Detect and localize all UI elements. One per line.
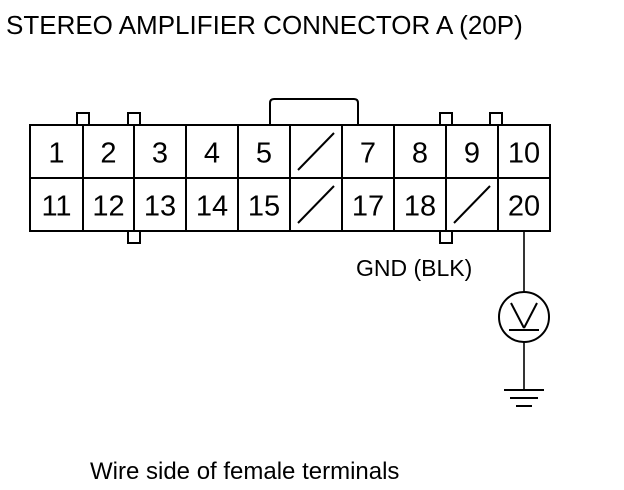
terminal-number: 5 <box>256 138 272 170</box>
terminal-number: 8 <box>412 138 428 170</box>
terminal-number: 14 <box>196 191 228 223</box>
terminal-number: 4 <box>204 138 220 170</box>
terminal-number: 11 <box>41 191 71 223</box>
empty-cavity-slash <box>297 185 335 224</box>
caption: Wire side of female terminals <box>90 458 399 485</box>
voltmeter-icon <box>498 291 550 343</box>
terminal-number: 9 <box>464 138 480 170</box>
terminal-number: 13 <box>144 191 176 223</box>
terminal-number: 12 <box>92 191 124 223</box>
terminal-number: 2 <box>100 138 116 170</box>
terminal-number: 3 <box>152 138 168 170</box>
terminal-number: 1 <box>48 138 64 170</box>
diagram-title: STEREO AMPLIFIER CONNECTOR A (20P) <box>6 10 523 40</box>
empty-cavity-slash <box>297 132 335 171</box>
terminal-number: 18 <box>404 191 436 223</box>
terminal-number: 17 <box>352 191 384 223</box>
terminal-number: 20 <box>508 191 540 223</box>
bottom-locating-tabs <box>127 230 453 244</box>
gnd-label: GND (BLK) <box>356 255 472 281</box>
terminal-number: 7 <box>360 138 376 170</box>
empty-cavity-slash <box>453 185 491 224</box>
top-locating-tabs <box>76 112 503 126</box>
terminal-number: 10 <box>508 138 540 170</box>
ground-icon <box>504 389 544 407</box>
terminal-number: 15 <box>248 191 280 223</box>
latch-tab <box>269 98 359 125</box>
